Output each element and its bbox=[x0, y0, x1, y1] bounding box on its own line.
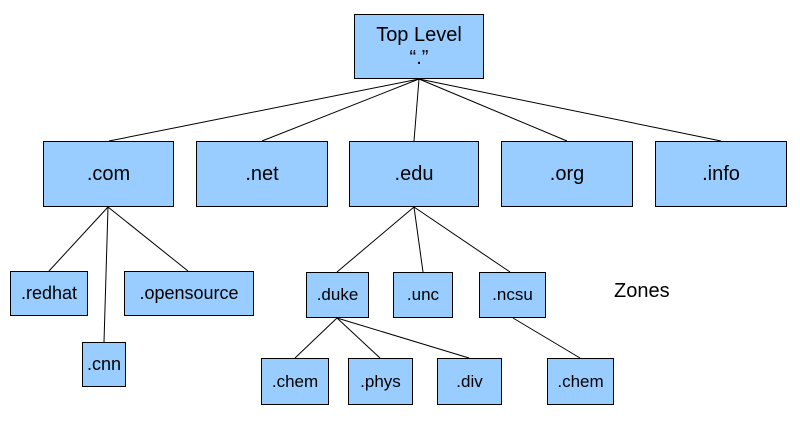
edge-root-info bbox=[418, 78, 722, 142]
edge-edu-ncsu bbox=[413, 206, 511, 273]
edge-root-net bbox=[261, 78, 420, 142]
node-cnn: .cnn bbox=[82, 342, 126, 387]
edge-com-cnn bbox=[103, 206, 109, 343]
node-phys: .phys bbox=[348, 358, 413, 405]
node-org: .org bbox=[501, 141, 633, 207]
node-opensource: .opensource bbox=[124, 271, 254, 316]
node-div-label: .div bbox=[456, 371, 483, 391]
node-unc-label: .unc bbox=[406, 285, 440, 305]
edge-edu-unc bbox=[413, 206, 424, 273]
node-com-label: .com bbox=[86, 162, 131, 185]
node-org-label: .org bbox=[549, 162, 585, 185]
node-duke: .duke bbox=[306, 272, 369, 318]
edge-duke-chem bbox=[294, 317, 338, 359]
node-info-label: .info bbox=[702, 162, 740, 185]
node-edu-label: .edu bbox=[394, 162, 434, 185]
node-duke-chem: .chem bbox=[261, 358, 329, 405]
node-net: .net bbox=[196, 141, 328, 207]
node-ncsu: .ncsu bbox=[479, 272, 546, 318]
node-opensource-label: .opensource bbox=[139, 283, 239, 304]
node-top-level-title: Top Level bbox=[376, 23, 462, 46]
node-net-label: .net bbox=[245, 162, 279, 185]
node-com: .com bbox=[43, 141, 174, 207]
node-redhat: .redhat bbox=[10, 271, 88, 316]
node-ncsu-chem-label: .chem bbox=[557, 371, 604, 391]
edge-com-redhat bbox=[48, 206, 109, 272]
node-duke-label: .duke bbox=[316, 285, 359, 305]
edge-duke-phys bbox=[336, 317, 381, 359]
node-div: .div bbox=[437, 358, 502, 405]
edge-ncsu-chem bbox=[512, 317, 581, 359]
node-cnn-label: .cnn bbox=[86, 354, 122, 375]
node-unc: .unc bbox=[393, 272, 453, 318]
node-phys-label: .phys bbox=[360, 371, 401, 391]
edge-duke-div bbox=[336, 317, 470, 359]
node-duke-chem-label: .chem bbox=[271, 371, 319, 391]
node-edu: .edu bbox=[349, 141, 479, 207]
node-top-level: Top Level “.” bbox=[354, 14, 484, 79]
node-ncsu-label: .ncsu bbox=[492, 285, 533, 305]
edge-root-org bbox=[418, 78, 568, 142]
edge-edu-duke bbox=[336, 206, 415, 273]
node-redhat-label: .redhat bbox=[20, 283, 78, 304]
node-top-level-dot: “.” bbox=[409, 46, 429, 69]
edge-root-edu bbox=[413, 78, 420, 142]
node-ncsu-chem: .chem bbox=[547, 358, 614, 405]
node-info: .info bbox=[655, 141, 787, 207]
zones-label: Zones bbox=[614, 280, 670, 302]
edge-com-opensource bbox=[107, 206, 189, 272]
edge-root-com bbox=[108, 78, 420, 142]
